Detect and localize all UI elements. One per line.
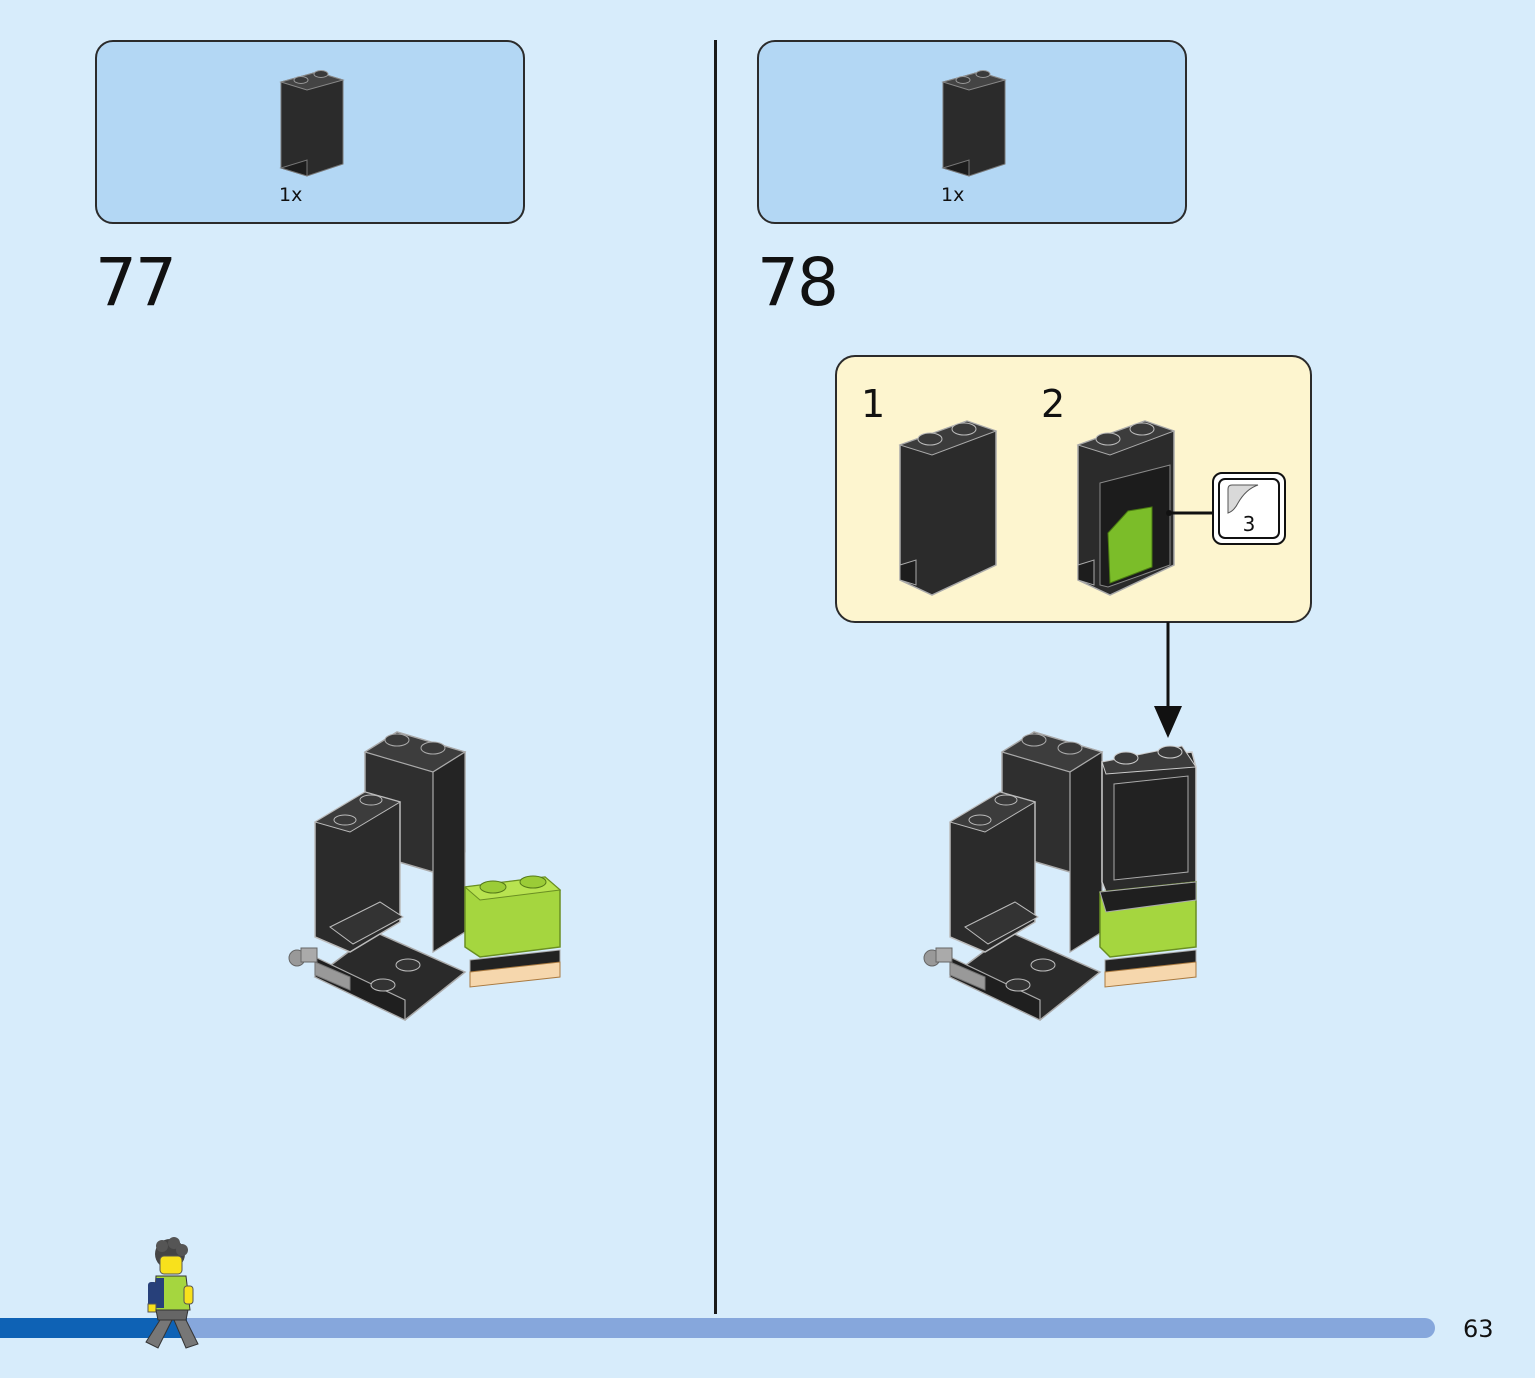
- black-panel-icon: [279, 70, 345, 177]
- step-number: 77: [95, 244, 177, 321]
- sub-step-number: 2: [1041, 382, 1066, 426]
- stickered-panel-icon: [1076, 420, 1176, 596]
- parts-list-box: 1x: [95, 40, 525, 224]
- sub-step-number: 1: [861, 382, 886, 426]
- sticker-icon: [1227, 484, 1259, 514]
- step-number: 78: [757, 244, 839, 321]
- progress-fill: [0, 1318, 187, 1338]
- placement-arrow: [1154, 622, 1182, 738]
- sticker-number: 3: [1242, 512, 1256, 536]
- parts-list-box: 1x: [757, 40, 1187, 224]
- sticker-frame: [1218, 478, 1280, 539]
- part-quantity: 1x: [279, 184, 303, 206]
- column-divider: [714, 40, 717, 1314]
- minifigure-icon: [145, 1237, 199, 1349]
- sticker-reference: 3: [1212, 472, 1286, 545]
- black-panel-icon: [941, 70, 1007, 177]
- sticker-leader-line: [1166, 510, 1213, 516]
- page-number: 63: [1463, 1315, 1494, 1343]
- model-assembly-step-78: [923, 731, 1197, 1021]
- model-assembly-step-77: [288, 731, 562, 1021]
- part-quantity: 1x: [941, 184, 965, 206]
- progress-track: [0, 1318, 1435, 1338]
- black-panel-icon: [898, 420, 998, 596]
